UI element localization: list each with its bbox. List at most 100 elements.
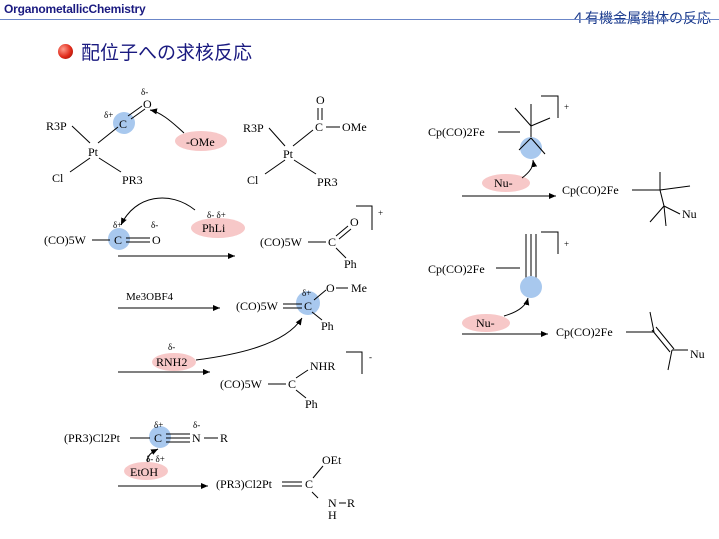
- reaction-6: Cp(CO)2Fe + Nu- Cp(CO)2Fe Nu: [428, 231, 705, 371]
- nucleophile-label: Nu-: [494, 176, 513, 190]
- carbon-label: C: [114, 233, 122, 247]
- delta-plus-label: δ+: [104, 110, 113, 120]
- product-carbon-label: C: [315, 120, 323, 134]
- product-nitrogen-label: N: [328, 496, 337, 510]
- bond: [338, 228, 352, 240]
- curved-arrow: [521, 159, 538, 179]
- oxygen-label: O: [152, 233, 161, 247]
- product-oxygen-label: O: [316, 93, 325, 107]
- nucleophile-highlight: [175, 131, 227, 151]
- bond: [264, 159, 286, 175]
- bond: [311, 311, 323, 321]
- carbon-label: C: [119, 117, 127, 131]
- metal-fragment-label: (CO)5W: [44, 233, 87, 247]
- electrophilic-carbon-highlight: [113, 112, 135, 134]
- header-course-label: OrganometallicChemistry: [4, 2, 146, 16]
- metal-fragment-label: (PR3)Cl2Pt: [64, 431, 121, 445]
- ligand-label: PR3: [122, 173, 143, 187]
- product-phenyl-label: Ph: [305, 397, 318, 411]
- product-carbon-label: C: [328, 235, 336, 249]
- bond: [530, 137, 546, 155]
- reagent-highlight: [124, 462, 168, 480]
- r-group-label: R: [220, 431, 228, 445]
- product-carbon-label: C: [304, 299, 312, 313]
- product-oxygen-label: O: [350, 215, 359, 229]
- delta-plus-label: δ+: [154, 420, 163, 430]
- charge-bracket: [346, 351, 363, 374]
- curved-arrow: [503, 297, 530, 317]
- charge-label: +: [564, 102, 569, 112]
- product-metal-label: Pt: [283, 147, 294, 161]
- double-bond: [651, 329, 671, 353]
- reaction-5: Cp(CO)2Fe + Nu- Cp(CO)2Fe Nu: [428, 95, 697, 227]
- product-fragment-label: (CO)5W: [220, 377, 263, 391]
- product-ethoxy-label: OEt: [322, 453, 342, 467]
- nucleophile-label: -OMe: [186, 135, 215, 149]
- bond: [659, 185, 691, 191]
- delta-minus-label: δ-: [193, 420, 200, 430]
- bond: [667, 349, 673, 371]
- bond: [69, 157, 91, 173]
- reagent-label: EtOH: [130, 465, 158, 479]
- bond: [311, 491, 319, 499]
- product-nu-label: Nu: [682, 207, 697, 221]
- product-chloride-label: Cl: [247, 173, 259, 187]
- bond: [649, 205, 665, 223]
- ligand-label: R3P: [46, 119, 67, 133]
- reaction-3: Me3OBF4 δ+ (CO)5W C O Me Ph δ- RNH2 (CO)…: [118, 281, 372, 411]
- reagent-highlight: [152, 353, 196, 371]
- charge-bracket: [541, 231, 559, 254]
- product-methoxy-label: OMe: [342, 120, 367, 134]
- red-bullet-icon: [58, 44, 73, 59]
- nucleophile-highlight: [482, 174, 530, 192]
- cationic-ligand-highlight: [520, 276, 542, 298]
- slide-title: 配位子への求核反応: [81, 42, 253, 64]
- metal-label: Pt: [88, 145, 99, 159]
- bond: [97, 126, 119, 144]
- curved-arrow: [120, 197, 196, 226]
- chloride-label: Cl: [52, 171, 64, 185]
- delta-plus-label: δ+: [113, 220, 122, 230]
- nucleophile-highlight: [462, 314, 510, 332]
- double-bond: [655, 326, 675, 350]
- bond: [293, 159, 317, 175]
- charge-label: +: [378, 208, 383, 218]
- product-fragment-label: Cp(CO)2Fe: [562, 183, 619, 197]
- bond: [71, 125, 91, 144]
- bond: [98, 157, 122, 173]
- carbon-label: C: [154, 431, 162, 445]
- bond: [649, 311, 655, 333]
- reaction-4: δ+ δ- (PR3)Cl2Pt C N R δ- δ+ EtOH (PR3)C…: [64, 420, 355, 522]
- bond: [335, 225, 349, 237]
- metal-fragment-label: Cp(CO)2Fe: [428, 262, 485, 276]
- product-carbon-label: C: [305, 477, 313, 491]
- product-fragment-label: (PR3)Cl2Pt: [216, 477, 273, 491]
- delta-plus-label: δ+: [302, 288, 311, 298]
- bond: [295, 389, 307, 399]
- slide-title-row: 配位子への求核反応: [58, 38, 252, 65]
- bond: [514, 107, 532, 127]
- product-phenyl-label: Ph: [321, 319, 334, 333]
- bond: [292, 129, 314, 147]
- bond: [313, 289, 327, 301]
- bond: [518, 137, 532, 151]
- product-ligand-label: PR3: [317, 175, 338, 189]
- bond: [312, 465, 324, 479]
- nitrogen-label: N: [192, 431, 201, 445]
- charge-bracket: [541, 95, 559, 118]
- product-oxygen-label: O: [326, 281, 335, 295]
- product-fragment-label: Cp(CO)2Fe: [556, 325, 613, 339]
- reagent-highlight: [191, 218, 245, 238]
- curved-arrow: [147, 448, 159, 463]
- curved-arrow: [195, 317, 303, 361]
- electrophilic-carbon-highlight: [108, 228, 130, 250]
- curved-arrow: [149, 108, 185, 134]
- reagent-delta-label: δ- δ+: [207, 210, 226, 220]
- product-ligand-label: R3P: [243, 121, 264, 135]
- product-carbon-label: C: [288, 377, 296, 391]
- reagent-label: PhLi: [202, 221, 226, 235]
- reaction-2: δ+ δ- (CO)5W C O δ- δ+ PhLi (CO)5W C O P…: [44, 197, 383, 271]
- reagent-delta-label: δ-: [168, 342, 175, 352]
- reagent-label: Me3OBF4: [126, 291, 174, 303]
